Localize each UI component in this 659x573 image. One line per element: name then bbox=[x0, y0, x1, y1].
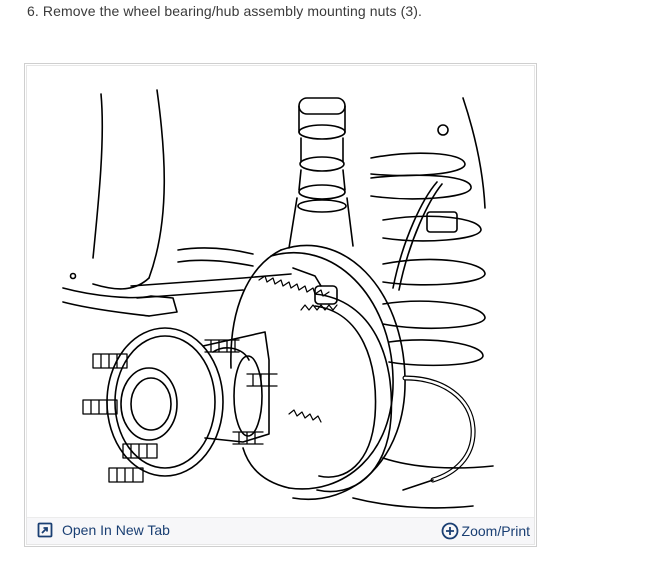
zoom-plus-icon bbox=[441, 522, 459, 540]
zoom-print-label: Zoom/Print bbox=[461, 523, 530, 539]
figure-frame bbox=[26, 65, 535, 545]
step-instruction: 6. Remove the wheel bearing/hub assembly… bbox=[27, 3, 423, 19]
wheel-hub-illustration bbox=[62, 89, 494, 509]
figure-toolbar: Open In New Tab Zoom/Print bbox=[27, 517, 534, 544]
figure-container: Open In New Tab Zoom/Print bbox=[24, 63, 537, 547]
open-in-new-tab-label: Open In New Tab bbox=[62, 522, 170, 538]
zoom-print-button[interactable]: Zoom/Print bbox=[441, 522, 530, 540]
open-in-new-tab-button[interactable]: Open In New Tab bbox=[37, 522, 170, 538]
open-new-tab-icon bbox=[37, 522, 53, 538]
